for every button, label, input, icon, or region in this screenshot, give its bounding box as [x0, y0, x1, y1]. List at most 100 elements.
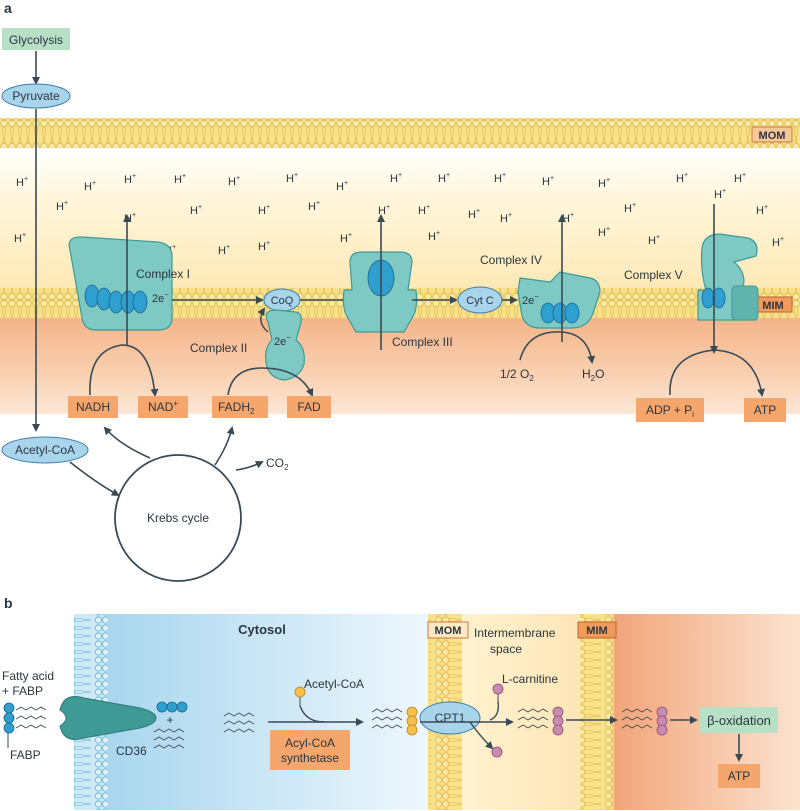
released-fabp	[156, 701, 188, 713]
complex-iv	[517, 271, 601, 329]
proton-label: H+	[562, 212, 574, 225]
panel-b-label: b	[4, 595, 13, 611]
pyruvate-label: Pyruvate	[12, 89, 60, 103]
mom-label-box	[751, 126, 793, 143]
proton-label: H+	[84, 180, 96, 193]
proton-label: H+	[648, 234, 660, 247]
complex-i	[68, 236, 173, 331]
proton-label: H+	[258, 240, 270, 253]
cytc-label: Cyt C	[466, 295, 494, 307]
krebs-cycle-label: Krebs cycle	[147, 511, 209, 525]
fad-label: FAD	[297, 400, 321, 414]
acyl-coa-synthetase-box	[270, 730, 350, 770]
cpt1-oval	[419, 701, 481, 735]
proton-label: H+	[56, 200, 68, 213]
proton-label: H+	[16, 176, 28, 189]
atp-b-label: ATP	[728, 769, 750, 783]
space-label: space	[490, 642, 522, 656]
proton-label: H+	[228, 175, 240, 188]
free-fatty-acid	[153, 728, 185, 749]
panel-b: b Cytosol MOM Intermembrane space MIM Fa…	[2, 595, 800, 810]
proton-label: H+	[190, 204, 202, 217]
cytosol-area	[108, 614, 428, 810]
cd36-transporter	[59, 696, 157, 740]
proton-label: H+	[624, 202, 636, 215]
cytosol-label: Cytosol	[238, 622, 286, 637]
proton-label: H+	[756, 204, 768, 217]
fad-box	[287, 396, 331, 418]
proton-label: H+	[336, 180, 348, 193]
proton-label: H+	[286, 172, 298, 185]
proton-label: H+	[308, 200, 320, 213]
mim-label: MIM	[762, 300, 783, 312]
half-o2-label: 1/2 O2	[500, 367, 534, 383]
proton-label: H+	[772, 236, 784, 249]
proton-label: H+	[734, 172, 746, 185]
proton-label: H+	[542, 175, 554, 188]
cytosolic-fatty-acid	[223, 712, 255, 733]
mom-label: MOM	[759, 130, 786, 142]
fadh2-box	[212, 396, 268, 418]
glycolysis-box	[2, 28, 70, 50]
proton-label: H+	[340, 232, 352, 245]
proton-label: H+	[14, 232, 26, 245]
fabp-chain	[3, 702, 47, 734]
proton-label: H+	[258, 204, 270, 217]
proton-label: H+	[428, 230, 440, 243]
acyl-coa-label-1: Acyl-CoA	[285, 736, 335, 750]
cpt1-label: CPT1	[435, 711, 466, 725]
proton-label: H+	[438, 172, 450, 185]
complex-ii	[265, 309, 305, 381]
complex-iii-label: Complex III	[392, 335, 453, 349]
glycolysis-label: Glycolysis	[9, 33, 63, 47]
h2o-label: H2O	[582, 367, 604, 383]
coq-label: CoQ	[271, 295, 294, 307]
outer-membrane	[0, 118, 800, 148]
atp-label: ATP	[754, 403, 776, 417]
intermembrane-label: Intermembrane	[474, 626, 556, 640]
nadh-box	[68, 396, 118, 418]
acetyl-coa-label: Acetyl-CoA	[15, 443, 75, 457]
co2-label: CO2	[266, 456, 289, 472]
complex-i-label: Complex I	[136, 267, 190, 281]
complex-iv-electrons: 2e−	[522, 292, 539, 307]
fatty-acid-label: Fatty acid	[2, 669, 54, 683]
beta-oxidation-box	[700, 707, 778, 733]
mom-b-label: MOM	[435, 625, 462, 637]
proton-label: H+	[598, 226, 610, 239]
released-coa-bead	[491, 746, 503, 758]
panel-a: a MOM MIM Glycolysis Pyruvate Acetyl-CoA…	[0, 0, 800, 582]
cd36-label: CD36	[116, 744, 147, 758]
proton-label: H+	[378, 204, 390, 217]
nad-box	[138, 396, 188, 418]
proton-label: H+	[714, 188, 726, 201]
pyruvate-oval	[1, 83, 71, 109]
nadh-label: NADH	[76, 400, 110, 414]
acyl-coa-label-2: synthetase	[281, 751, 339, 765]
proton-label: H+	[418, 204, 430, 217]
proton-label: H+	[174, 173, 186, 186]
fadh2-label: FADH2	[218, 400, 255, 416]
complex-i-beads	[84, 284, 148, 314]
complex-ii-electrons: 2e−	[274, 333, 291, 348]
proton-label: H+	[390, 172, 402, 185]
krebs-cycle-circle	[114, 454, 242, 582]
complex-ii-label: Complex II	[190, 341, 247, 355]
proton-label: H+	[218, 244, 230, 257]
plus-label: +	[166, 713, 173, 727]
mom-b-box	[427, 621, 469, 639]
acetyl-coa-oval	[1, 436, 89, 464]
beta-oxidation-label: β-oxidation	[707, 713, 771, 728]
proton-label: H+	[124, 173, 136, 186]
complex-v-label: Complex V	[624, 268, 683, 282]
fabp-label: FABP	[10, 748, 41, 762]
complex-iv-label: Complex IV	[480, 253, 542, 267]
proton-label: H+	[494, 172, 506, 185]
adp-pi-label: ADP + Pi	[646, 403, 694, 419]
nad-label: NAD+	[148, 399, 178, 414]
proton-label: H+	[598, 177, 610, 190]
acyl-carnitine-beads	[552, 706, 564, 736]
l-carnitine-label: L-carnitine	[502, 672, 558, 686]
fabp-plus-label: + FABP	[2, 684, 43, 698]
